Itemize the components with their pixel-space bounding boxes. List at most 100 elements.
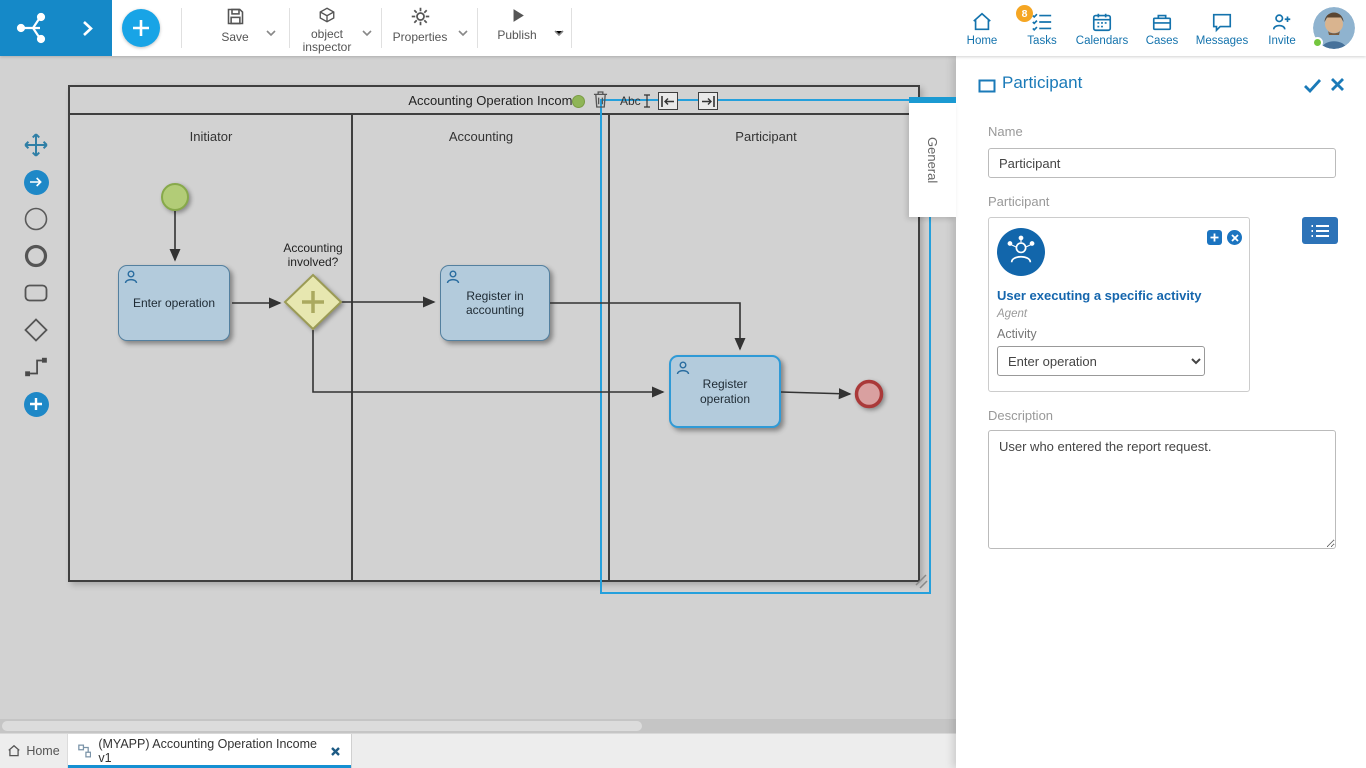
object-inspector-chevron-icon[interactable] <box>362 24 372 42</box>
shape-palette <box>20 129 52 420</box>
sidebar-expand-icon[interactable] <box>82 20 93 42</box>
play-icon <box>508 6 527 28</box>
general-tab-indicator <box>909 97 956 103</box>
diagram-canvas[interactable]: Accounting Operation Income Initiator Ac… <box>0 56 956 719</box>
task-label: Enter operation <box>132 295 216 310</box>
tab-general[interactable]: General <box>909 103 956 217</box>
horizontal-scrollbar-thumb[interactable] <box>2 721 642 731</box>
gateway-tool-button[interactable] <box>20 314 52 346</box>
task-register-in-accounting[interactable]: Register in accounting <box>440 265 550 341</box>
top-navigation: Home 8 Tasks Calendars Cases <box>952 3 1312 55</box>
person-icon <box>676 361 690 378</box>
toolbar-separator <box>289 8 290 48</box>
apply-check-icon[interactable] <box>1303 78 1322 98</box>
tab-close-icon[interactable] <box>330 746 341 757</box>
task-enter-operation[interactable]: Enter operation <box>118 265 230 341</box>
bottom-tab-bar: Home (MYAPP) Accounting Operation Income… <box>0 733 956 768</box>
save-icon <box>225 6 246 30</box>
add-new-button[interactable] <box>122 9 160 47</box>
object-inspector-label: object inspector <box>302 27 352 54</box>
pool-title[interactable]: Accounting Operation Income <box>70 87 918 115</box>
task-register-operation[interactable]: Register operation <box>669 355 781 428</box>
user-avatar[interactable] <box>1312 7 1355 49</box>
gear-icon <box>410 6 431 30</box>
save-dropdown-chevron-icon[interactable] <box>266 24 276 42</box>
connector-tool-button[interactable] <box>20 351 52 383</box>
nav-messages-label: Messages <box>1195 35 1249 47</box>
participant-card: User executing a specific activity Agent… <box>988 217 1250 392</box>
nav-calendars-label: Calendars <box>1075 35 1129 47</box>
participant-list-button[interactable] <box>1302 217 1338 244</box>
start-event-tool-button[interactable] <box>20 203 52 235</box>
nav-calendars[interactable]: Calendars <box>1072 3 1132 55</box>
tab-document-label: (MYAPP) Accounting Operation Income v1 <box>98 737 317 765</box>
lane-label-initiator[interactable]: Initiator <box>189 129 233 144</box>
rename-tool[interactable]: Abc <box>620 94 651 108</box>
participant-shape-icon <box>978 79 996 98</box>
agent-type-label: Agent <box>997 308 1028 320</box>
arrow-to-left-bar-icon <box>661 95 674 107</box>
lane-label-accounting[interactable]: Accounting <box>448 129 514 144</box>
abc-label: Abc <box>620 94 641 108</box>
publish-chevron-icon[interactable] <box>554 24 564 42</box>
nav-home-label: Home <box>966 35 998 47</box>
end-event-tool-button[interactable] <box>20 240 52 272</box>
object-inspector-button[interactable]: object inspector <box>294 6 360 54</box>
properties-button[interactable]: Properties <box>386 6 454 52</box>
add-participant-icon[interactable] <box>1207 230 1222 245</box>
properties-chevron-icon[interactable] <box>458 24 468 42</box>
object-inspector-icon <box>318 6 336 27</box>
publish-label: Publish <box>497 28 537 42</box>
person-icon <box>446 270 460 287</box>
lane-label-participant[interactable]: Participant <box>735 129 797 144</box>
toolbar-separator <box>571 8 572 48</box>
publish-button[interactable]: Publish <box>486 6 548 52</box>
nav-invite[interactable]: Invite <box>1252 3 1312 55</box>
person-icon <box>124 270 138 287</box>
nav-tasks-label: Tasks <box>1027 35 1057 47</box>
save-button[interactable]: Save <box>196 6 274 52</box>
tab-home[interactable]: Home <box>0 734 68 768</box>
move-tool-button[interactable] <box>20 129 52 161</box>
lane-divider <box>608 115 610 580</box>
panel-close-icon[interactable] <box>1330 77 1345 97</box>
text-cursor-icon <box>643 94 650 108</box>
lane-divider <box>351 115 353 580</box>
top-toolbar: Save object inspector P <box>0 0 1366 56</box>
status-dot-green[interactable] <box>572 95 585 108</box>
arrow-to-right-bar-icon <box>702 95 715 107</box>
task-tool-button[interactable] <box>20 277 52 309</box>
agent-avatar-icon[interactable] <box>997 228 1045 276</box>
task-label: Register in accounting <box>465 288 525 317</box>
remove-participant-icon[interactable] <box>1227 230 1242 245</box>
name-input[interactable] <box>988 148 1336 178</box>
nav-home[interactable]: Home <box>952 3 1012 55</box>
nav-cases[interactable]: Cases <box>1132 3 1192 55</box>
tab-document-active[interactable]: (MYAPP) Accounting Operation Income v1 <box>68 734 352 768</box>
trash-icon[interactable] <box>593 90 608 114</box>
description-label: Description <box>988 408 1054 423</box>
properties-label: Properties <box>392 30 448 44</box>
horizontal-scrollbar[interactable] <box>0 719 956 733</box>
participant-section-label: Participant <box>988 194 1050 209</box>
name-label: Name <box>988 124 1023 139</box>
nav-messages[interactable]: Messages <box>1192 3 1252 55</box>
description-textarea[interactable]: User who entered the report request. <box>988 430 1336 549</box>
tab-home-label: Home <box>26 744 60 758</box>
brand-area[interactable] <box>0 0 112 56</box>
save-label: Save <box>221 30 249 44</box>
toolbar-separator <box>181 8 182 48</box>
agent-rule-link[interactable]: User executing a specific activity <box>997 288 1202 303</box>
nav-tasks[interactable]: 8 Tasks <box>1012 3 1072 55</box>
sequence-flow-tool-button[interactable] <box>20 166 52 198</box>
activity-label: Activity <box>997 327 1037 341</box>
panel-title: Participant <box>1002 73 1083 92</box>
add-shape-button[interactable] <box>20 388 52 420</box>
activity-select[interactable]: Enter operation <box>997 346 1205 376</box>
move-lane-right-button[interactable] <box>698 92 718 110</box>
app-logo-icon <box>14 10 50 51</box>
toolbar-separator <box>381 8 382 48</box>
gateway-label: Accounting involved? <box>283 241 343 269</box>
move-lane-left-button[interactable] <box>658 92 678 110</box>
properties-panel: Participant Name Participant <box>956 56 1366 768</box>
